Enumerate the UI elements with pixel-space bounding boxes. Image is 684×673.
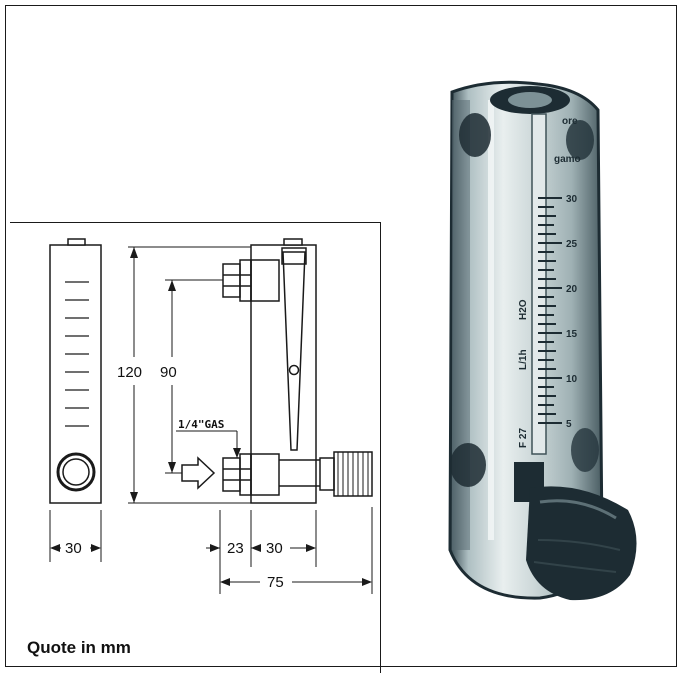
dim-height-ports: 90 bbox=[160, 364, 177, 381]
side-view bbox=[222, 238, 373, 504]
photo-tick-30: 30 bbox=[566, 194, 578, 205]
photo-tick-10: 10 bbox=[566, 374, 578, 385]
photo-scale-ticks bbox=[538, 197, 562, 424]
outer-frame bbox=[5, 5, 677, 667]
dimension-lines bbox=[49, 246, 373, 594]
photo-tick-15: 15 bbox=[566, 329, 578, 340]
front-view bbox=[49, 238, 102, 504]
photo-valve-knob bbox=[526, 486, 637, 601]
photo-tick-20: 20 bbox=[566, 284, 578, 295]
photo-model-label: F 27 bbox=[518, 428, 529, 448]
dim-inlet-offset: 23 bbox=[227, 540, 244, 557]
photo-tick-5: 5 bbox=[566, 419, 572, 430]
flowmeter-photo: 30 25 20 15 10 5 L/1h H2O F 27 ore gamo bbox=[448, 80, 637, 601]
caption: Quote in mm bbox=[27, 638, 131, 657]
photo-brand-fragment-2: gamo bbox=[554, 154, 581, 165]
dim-width-front: 30 bbox=[65, 540, 82, 557]
photo-brand-fragment: ore bbox=[562, 116, 578, 127]
photo-unit-label: L/1h bbox=[518, 349, 529, 370]
dim-width-side: 30 bbox=[266, 540, 283, 557]
drawing-panel bbox=[10, 222, 381, 673]
thread-label: 1/4"GAS bbox=[178, 418, 224, 431]
technical-drawing: 120 90 1/4"GAS 30 23 30 75 bbox=[49, 238, 373, 594]
dimension-arrowheads bbox=[50, 247, 372, 586]
photo-tick-25: 25 bbox=[566, 239, 578, 250]
inlet-arrow bbox=[181, 456, 216, 490]
dim-overall-width: 75 bbox=[267, 574, 284, 591]
photo-medium-label: H2O bbox=[518, 299, 529, 320]
dim-height-total: 120 bbox=[117, 364, 142, 381]
